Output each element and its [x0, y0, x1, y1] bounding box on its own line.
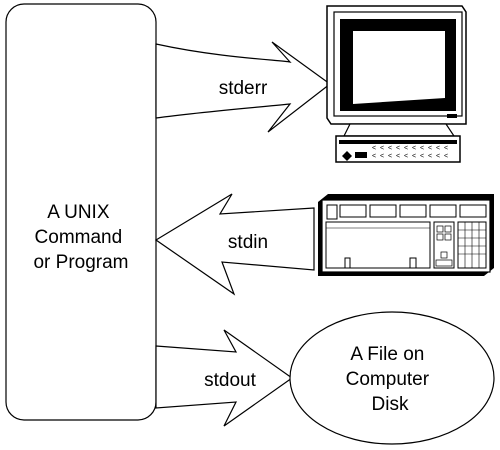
svg-text:<: <: [388, 153, 392, 160]
keyboard-icon: [318, 194, 494, 276]
file-line-3: Disk: [372, 394, 409, 415]
stderr-arrow: stderr: [155, 41, 332, 133]
svg-text:<: <: [372, 153, 376, 160]
computer-monitor-icon: <<< <<< <<< < <<< <<< <<< <: [326, 5, 467, 163]
svg-text:<: <: [428, 153, 432, 160]
svg-text:<: <: [380, 145, 384, 152]
svg-text:<: <: [372, 145, 376, 152]
svg-text:<: <: [420, 145, 424, 152]
file-line-1: A File on: [350, 344, 424, 365]
unix-command-line-2: Command: [35, 227, 123, 248]
svg-text:<: <: [420, 153, 424, 160]
svg-text:<: <: [396, 145, 400, 152]
stderr-label: stderr: [219, 78, 268, 99]
svg-text:<: <: [388, 145, 392, 152]
svg-text:<: <: [412, 153, 416, 160]
svg-text:<: <: [404, 145, 408, 152]
stdout-label: stdout: [204, 370, 256, 391]
unix-command-node: A UNIX Command or Program: [5, 3, 157, 421]
stdin-label: stdin: [228, 232, 268, 253]
svg-text:<: <: [380, 153, 384, 160]
svg-text:<: <: [396, 153, 400, 160]
svg-text:<: <: [428, 145, 432, 152]
stdout-arrow: stdout: [155, 329, 294, 427]
svg-text:A File on Computer: A File on Computer Disk: [346, 344, 435, 415]
svg-text:<: <: [444, 145, 448, 152]
unix-command-line-1: A UNIX: [47, 202, 110, 223]
stdin-arrow: stdin: [154, 193, 315, 296]
unix-command-line-3: or Program: [33, 252, 128, 273]
svg-text:<: <: [436, 153, 440, 160]
file-line-2: Computer: [346, 369, 430, 390]
file-on-disk-node: A File on Computer Disk: [289, 311, 495, 445]
svg-text:<: <: [404, 153, 408, 160]
svg-text:A UNIX Command or: A UNIX Command or Program: [33, 202, 128, 273]
svg-text:<: <: [436, 145, 440, 152]
svg-text:<: <: [412, 145, 416, 152]
svg-text:<: <: [444, 153, 448, 160]
